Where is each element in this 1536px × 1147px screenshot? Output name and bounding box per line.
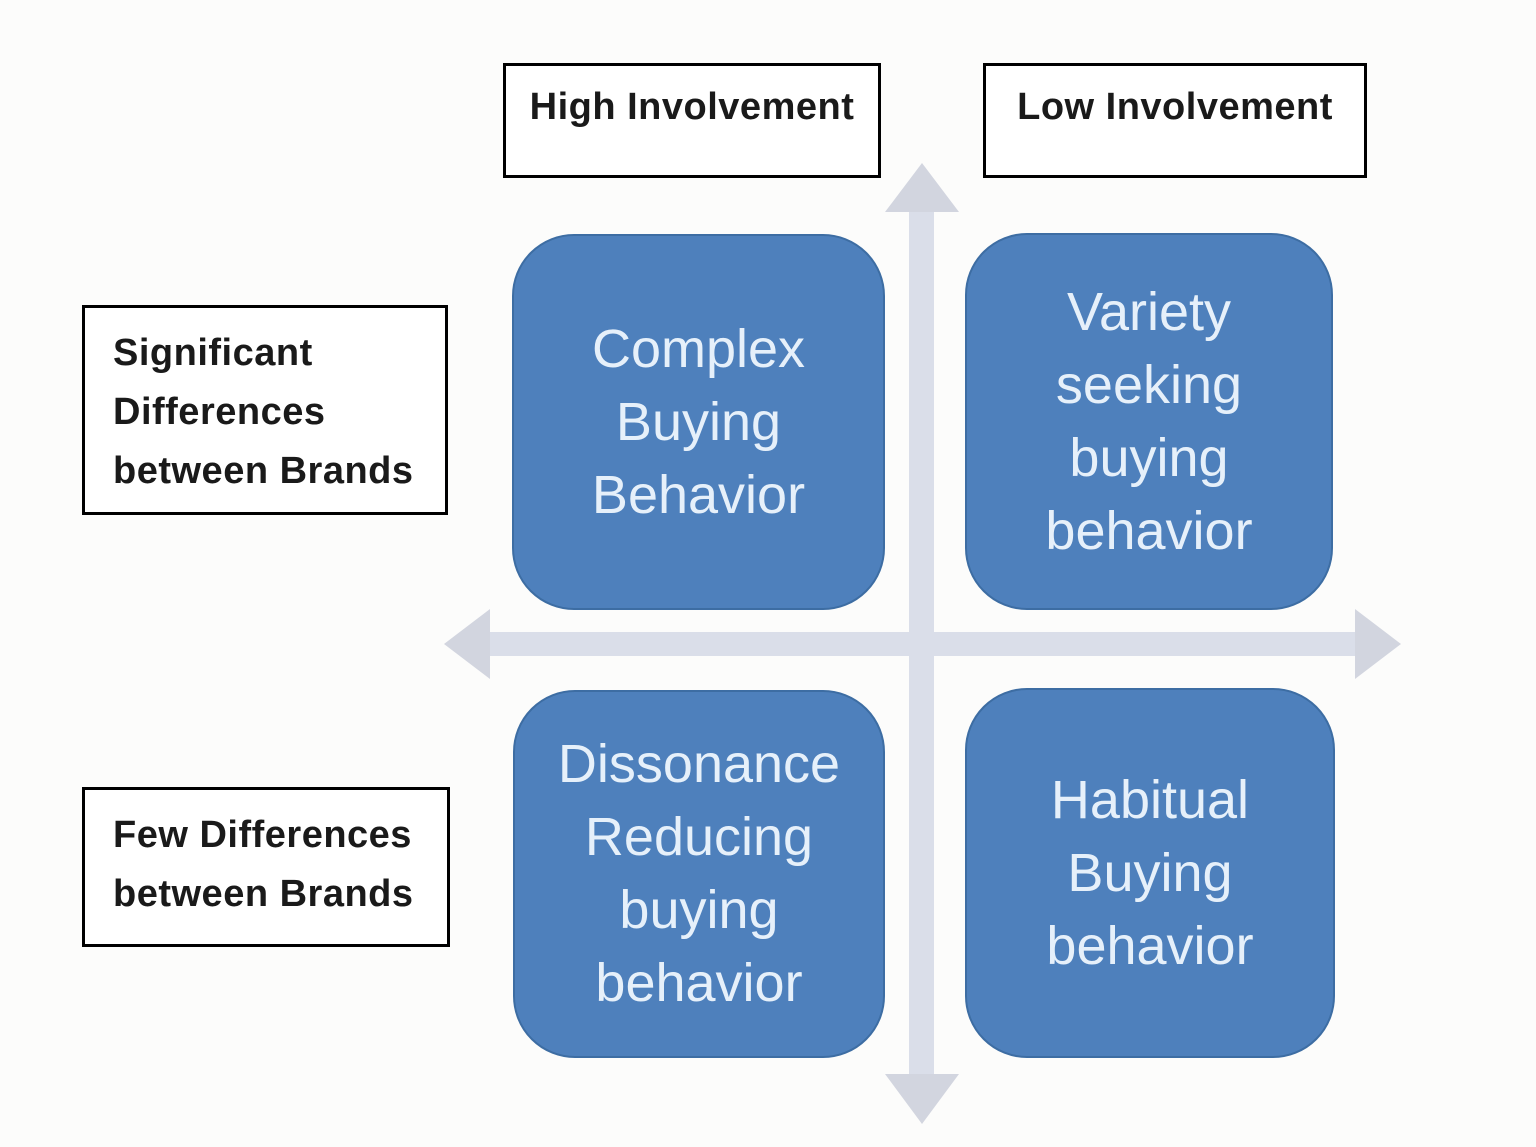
label-few-differences: Few Differences between Brands [82,787,450,947]
quadrant-habitual-buying-behavior: Habitual Buying behavior [965,688,1335,1058]
horizontal-axis-arrow [444,609,1401,679]
label-significant-differences: Significant Differences between Brands [82,305,448,515]
label-low-involvement: Low Involvement [983,63,1367,178]
quadrant-complex-buying-behavior: Complex Buying Behavior [512,234,885,610]
label-high-involvement: High Involvement [503,63,881,178]
arrow-right-head-icon [1355,609,1401,679]
arrow-down-head-icon [885,1074,959,1124]
arrow-left-head-icon [444,609,490,679]
quadrant-variety-seeking-buying-behavior: Variety seeking buying behavior [965,233,1333,610]
arrow-up-head-icon [885,163,959,212]
quadrant-dissonance-reducing-buying-behavior: Dissonance Reducing buying behavior [513,690,885,1058]
horizontal-arrow-shaft [488,632,1357,656]
